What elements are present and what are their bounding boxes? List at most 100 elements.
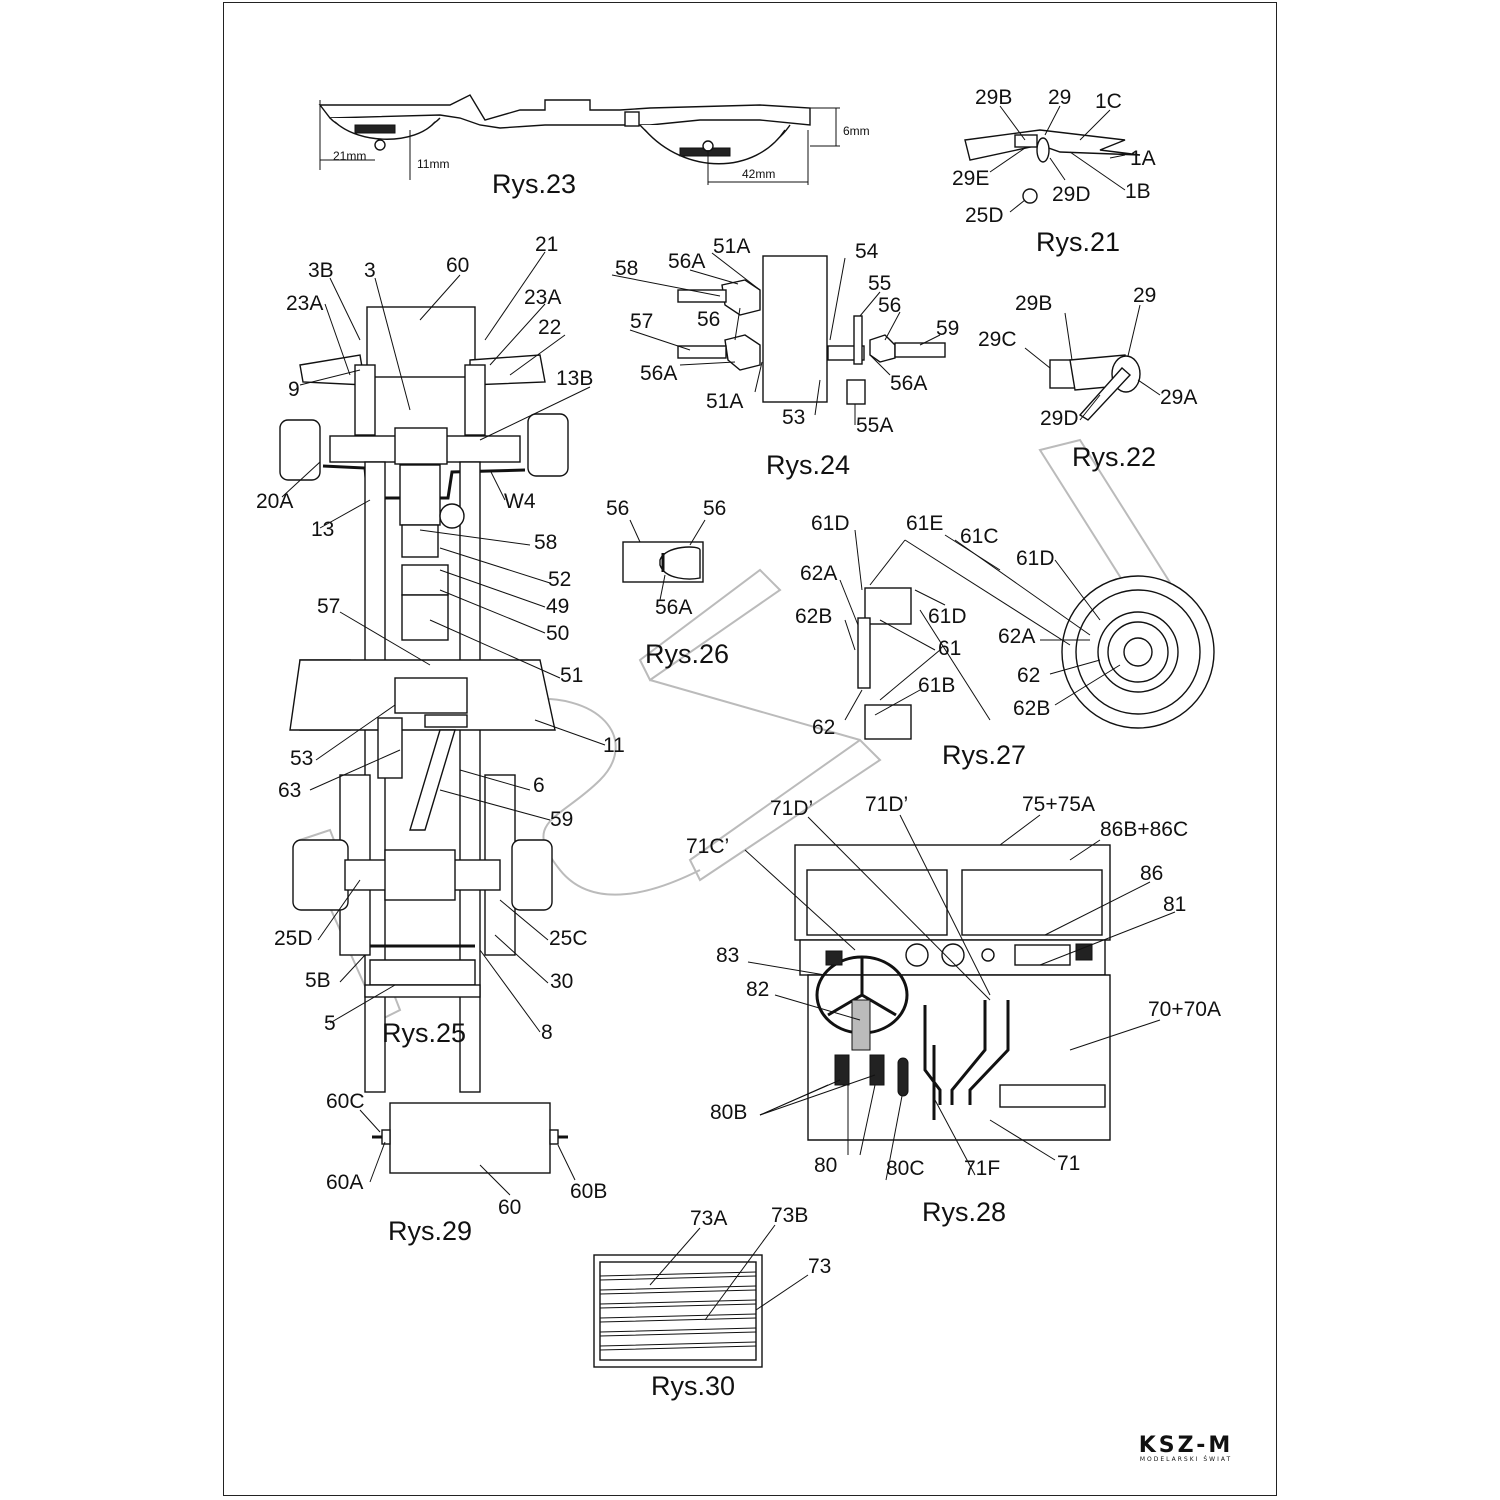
rys24-label: 59 bbox=[936, 317, 959, 340]
rys25-drawing bbox=[279, 306, 569, 1093]
rys24-label: 56 bbox=[878, 294, 901, 317]
rys25-label: 13 bbox=[311, 518, 334, 541]
rys25-label: 57 bbox=[317, 595, 340, 618]
logo-tagline: MODELARSKI ŚWIAT bbox=[1139, 1456, 1233, 1463]
rys23-dim-1: 6mm bbox=[843, 124, 870, 138]
rys25-label: 51 bbox=[560, 664, 583, 687]
rys22-label: 29C bbox=[978, 328, 1017, 351]
rys25-label: 49 bbox=[546, 595, 569, 618]
rys27-label: 62 bbox=[1017, 664, 1040, 687]
rys21-label: 1C bbox=[1095, 90, 1122, 113]
rys30-label: 73A bbox=[690, 1207, 727, 1230]
rys28-label: 71F bbox=[964, 1157, 1000, 1180]
rys25-caption: Rys.25 bbox=[382, 1018, 466, 1048]
rys27-label: 61D bbox=[811, 512, 850, 535]
rys28-caption: Rys.28 bbox=[922, 1197, 1006, 1227]
rys24-label: 51A bbox=[713, 235, 750, 258]
rys25-label: 20A bbox=[256, 490, 293, 513]
rys29-label: 60B bbox=[570, 1180, 607, 1203]
rys26-label: 56 bbox=[606, 497, 629, 520]
rys25-label: 3 bbox=[364, 259, 376, 282]
rys22-caption: Rys.22 bbox=[1072, 442, 1156, 472]
rys28-label: 80C bbox=[886, 1157, 925, 1180]
rys30-drawing bbox=[593, 1224, 809, 1368]
logo-brand: KSZ-M bbox=[1138, 1433, 1234, 1458]
rys26-label: 56A bbox=[655, 596, 692, 619]
rys22-label: 29B bbox=[1015, 292, 1052, 315]
rys22-drawing bbox=[1024, 304, 1161, 421]
rys25-label: 52 bbox=[548, 568, 571, 591]
rys25-label: 50 bbox=[546, 622, 569, 645]
rys25-label: 21 bbox=[535, 233, 558, 256]
rys27-label: 62B bbox=[795, 605, 832, 628]
rys25-label: 60 bbox=[446, 254, 469, 277]
rys22-label: 29A bbox=[1160, 386, 1197, 409]
rys28-label: 71C’ bbox=[686, 835, 729, 858]
rys23-dim-3: 11mm bbox=[417, 157, 449, 171]
rys27-caption: Rys.27 bbox=[942, 740, 1026, 770]
rys23-dim-4: 42mm bbox=[742, 167, 775, 181]
rys25-label: 13B bbox=[556, 367, 593, 390]
rys22-label: 29D bbox=[1040, 407, 1079, 430]
rys21-label: 29 bbox=[1048, 86, 1071, 109]
rys24-caption: Rys.24 bbox=[766, 450, 850, 480]
rys25-label: 63 bbox=[278, 779, 301, 802]
rys29-label: 60A bbox=[326, 1171, 363, 1194]
rys25-label: 23A bbox=[524, 286, 561, 309]
rys30-label: 73B bbox=[771, 1204, 808, 1227]
rys29-drawing bbox=[359, 1102, 576, 1196]
rys25-label: 22 bbox=[538, 316, 561, 339]
rys28-label: 81 bbox=[1163, 893, 1186, 916]
rys25-label: 59 bbox=[550, 808, 573, 831]
rys27-label: 61D bbox=[928, 605, 967, 628]
rys28-label: 80B bbox=[710, 1101, 747, 1124]
rys21-caption: Rys.21 bbox=[1036, 227, 1120, 257]
rys27-label: 61D bbox=[1016, 547, 1055, 570]
rys24-label: 56 bbox=[697, 308, 720, 331]
rys24-label: 51A bbox=[706, 390, 743, 413]
rys25-label: 5B bbox=[305, 969, 331, 992]
rys27-label: 62A bbox=[998, 625, 1035, 648]
rys28-leaders bbox=[744, 814, 1176, 1181]
rys25-label: 6 bbox=[533, 774, 545, 797]
rys26-caption: Rys.26 bbox=[645, 639, 729, 669]
rys21-label: 29B bbox=[975, 86, 1012, 109]
rys21-label: 1B bbox=[1125, 180, 1151, 203]
rys28-label: 71D’ bbox=[770, 797, 813, 820]
watermark bbox=[298, 438, 1202, 1022]
rys24-label: 53 bbox=[782, 406, 805, 429]
rys24-label: 55A bbox=[856, 414, 893, 437]
rys22-label: 29 bbox=[1133, 284, 1156, 307]
ksz-m-logo: KSZ-M MODELARSKI ŚWIAT bbox=[1116, 1433, 1256, 1463]
rys21-label: 1A bbox=[1130, 147, 1156, 170]
rys28-label: 71 bbox=[1057, 1152, 1080, 1175]
drawing-sheet-border bbox=[223, 2, 1277, 1496]
rys24-label: 58 bbox=[615, 257, 638, 280]
rys24-label: 57 bbox=[630, 310, 653, 333]
rys30-label: 73 bbox=[808, 1255, 831, 1278]
rys29-label: 60 bbox=[498, 1196, 521, 1219]
rys27-label: 62A bbox=[800, 562, 837, 585]
rys25-label: 9 bbox=[288, 378, 300, 401]
rys28-label: 86B+86C bbox=[1100, 818, 1188, 841]
rys24-label: 56A bbox=[668, 250, 705, 273]
rys27-label: 61B bbox=[918, 674, 955, 697]
rys26-drawing bbox=[622, 519, 706, 601]
rys29-caption: Rys.29 bbox=[388, 1216, 472, 1246]
rys25-label: 25D bbox=[274, 927, 313, 950]
rys27-label: 62 bbox=[812, 716, 835, 739]
rys26-label: 56 bbox=[703, 497, 726, 520]
rys30-caption: Rys.30 bbox=[651, 1371, 735, 1401]
rys28-label: 71D’ bbox=[865, 793, 908, 816]
rys25-label: 25C bbox=[549, 927, 588, 950]
rys28-label: 82 bbox=[746, 978, 769, 1001]
rys28-label: 86 bbox=[1140, 862, 1163, 885]
rys27-label: 62B bbox=[1013, 697, 1050, 720]
rys24-label: 55 bbox=[868, 272, 891, 295]
rys24-label: 56A bbox=[890, 372, 927, 395]
rys25-label: 58 bbox=[534, 531, 557, 554]
rys24-label: 56A bbox=[640, 362, 677, 385]
rys21-label: 25D bbox=[965, 204, 1004, 227]
rys23-dim-2: 21mm bbox=[333, 149, 366, 163]
